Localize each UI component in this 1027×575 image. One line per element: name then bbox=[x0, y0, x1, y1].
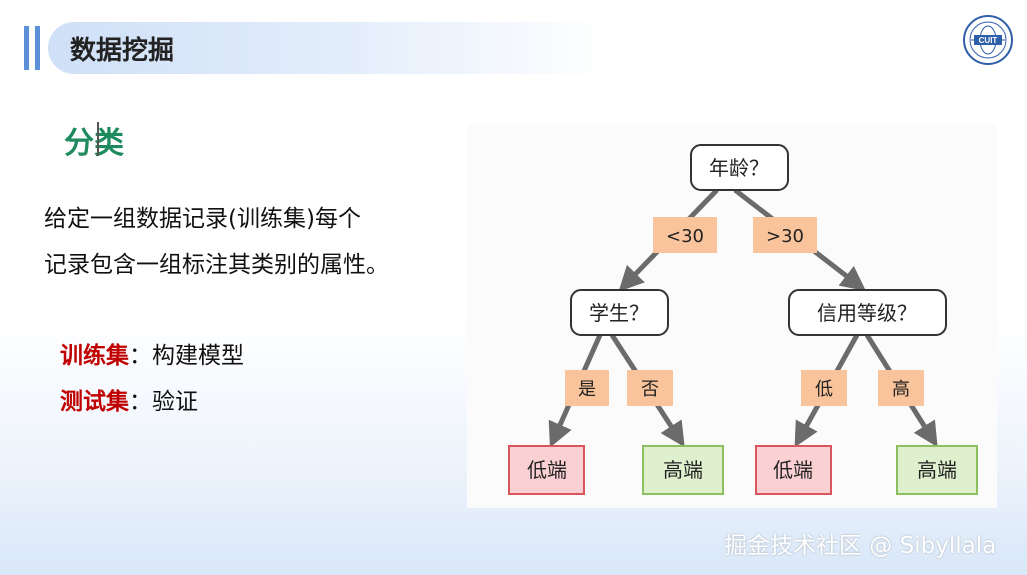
university-logo-icon: CUIT bbox=[963, 15, 1013, 65]
edge-label-no-box bbox=[627, 370, 673, 406]
header-band bbox=[48, 22, 608, 74]
edge-label-low-box bbox=[801, 370, 847, 406]
leaf-high-end-1-label: 高端 bbox=[663, 458, 703, 482]
definition-meaning: 构建模型 bbox=[152, 343, 244, 369]
node-student-label: 学生？ bbox=[589, 301, 649, 325]
decision-tree-diagram: 年龄？ <30 >30 学生？ 信用等级？ 是 否 低 高 低端 高端 低端 高… bbox=[467, 125, 997, 508]
node-root-label: 年龄？ bbox=[709, 156, 769, 180]
definition-separator: ： bbox=[129, 389, 152, 415]
leaf-low-end-2-label: 低端 bbox=[773, 458, 813, 482]
definition-term: 训练集 bbox=[60, 343, 129, 369]
definition-term: 测试集 bbox=[60, 389, 129, 415]
logo-text: CUIT bbox=[979, 36, 998, 45]
decision-tree-canvas: 年龄？ <30 >30 学生？ 信用等级？ 是 否 低 高 低端 高端 低端 高… bbox=[508, 144, 978, 495]
edge-label-high-box bbox=[878, 370, 924, 406]
section-title: 分类 bbox=[64, 126, 124, 161]
description: 给定一组数据记录(训练集)每个 记录包含一组标注其类别的属性。 bbox=[44, 196, 464, 288]
description-line-2: 记录包含一组标注其类别的属性。 bbox=[44, 252, 389, 278]
leaf-high-end-2-label: 高端 bbox=[917, 458, 957, 482]
edge-label-right-box bbox=[753, 217, 817, 253]
leaf-low-end-1-label: 低端 bbox=[527, 458, 567, 482]
watermark: 掘金技术社区 @ Sibyllala bbox=[724, 533, 997, 559]
definition-test-set: 测试集：验证 bbox=[60, 382, 198, 416]
leaf-low-end-1 bbox=[508, 445, 585, 495]
header-accent-bar-right bbox=[35, 26, 40, 70]
definition-separator: ： bbox=[129, 343, 152, 369]
page-title: 数据挖掘 bbox=[70, 36, 175, 66]
definition-training-set: 训练集：构建模型 bbox=[60, 336, 244, 370]
edge-label-left-box bbox=[653, 217, 717, 253]
description-line-1: 给定一组数据记录(训练集)每个 bbox=[44, 206, 361, 232]
edge-label-low: 低 bbox=[815, 379, 833, 400]
leaf-high-end-1 bbox=[642, 445, 724, 495]
edge-label-left: <30 bbox=[666, 226, 704, 247]
edge-label-right: >30 bbox=[766, 226, 804, 247]
header-accent-bar-left bbox=[24, 26, 29, 70]
text-cursor bbox=[97, 122, 99, 156]
node-student bbox=[570, 289, 669, 336]
leaf-low-end-2 bbox=[755, 445, 832, 495]
definition-meaning: 验证 bbox=[152, 389, 198, 415]
node-credit-rating-label: 信用等级？ bbox=[817, 301, 917, 325]
edge-label-no: 否 bbox=[641, 379, 659, 400]
node-credit-rating bbox=[788, 289, 947, 336]
edge-label-yes: 是 bbox=[578, 379, 596, 400]
edge-label-high: 高 bbox=[892, 379, 910, 400]
leaf-high-end-2 bbox=[896, 445, 978, 495]
edge-label-yes-box bbox=[565, 370, 609, 406]
node-root bbox=[690, 144, 789, 191]
